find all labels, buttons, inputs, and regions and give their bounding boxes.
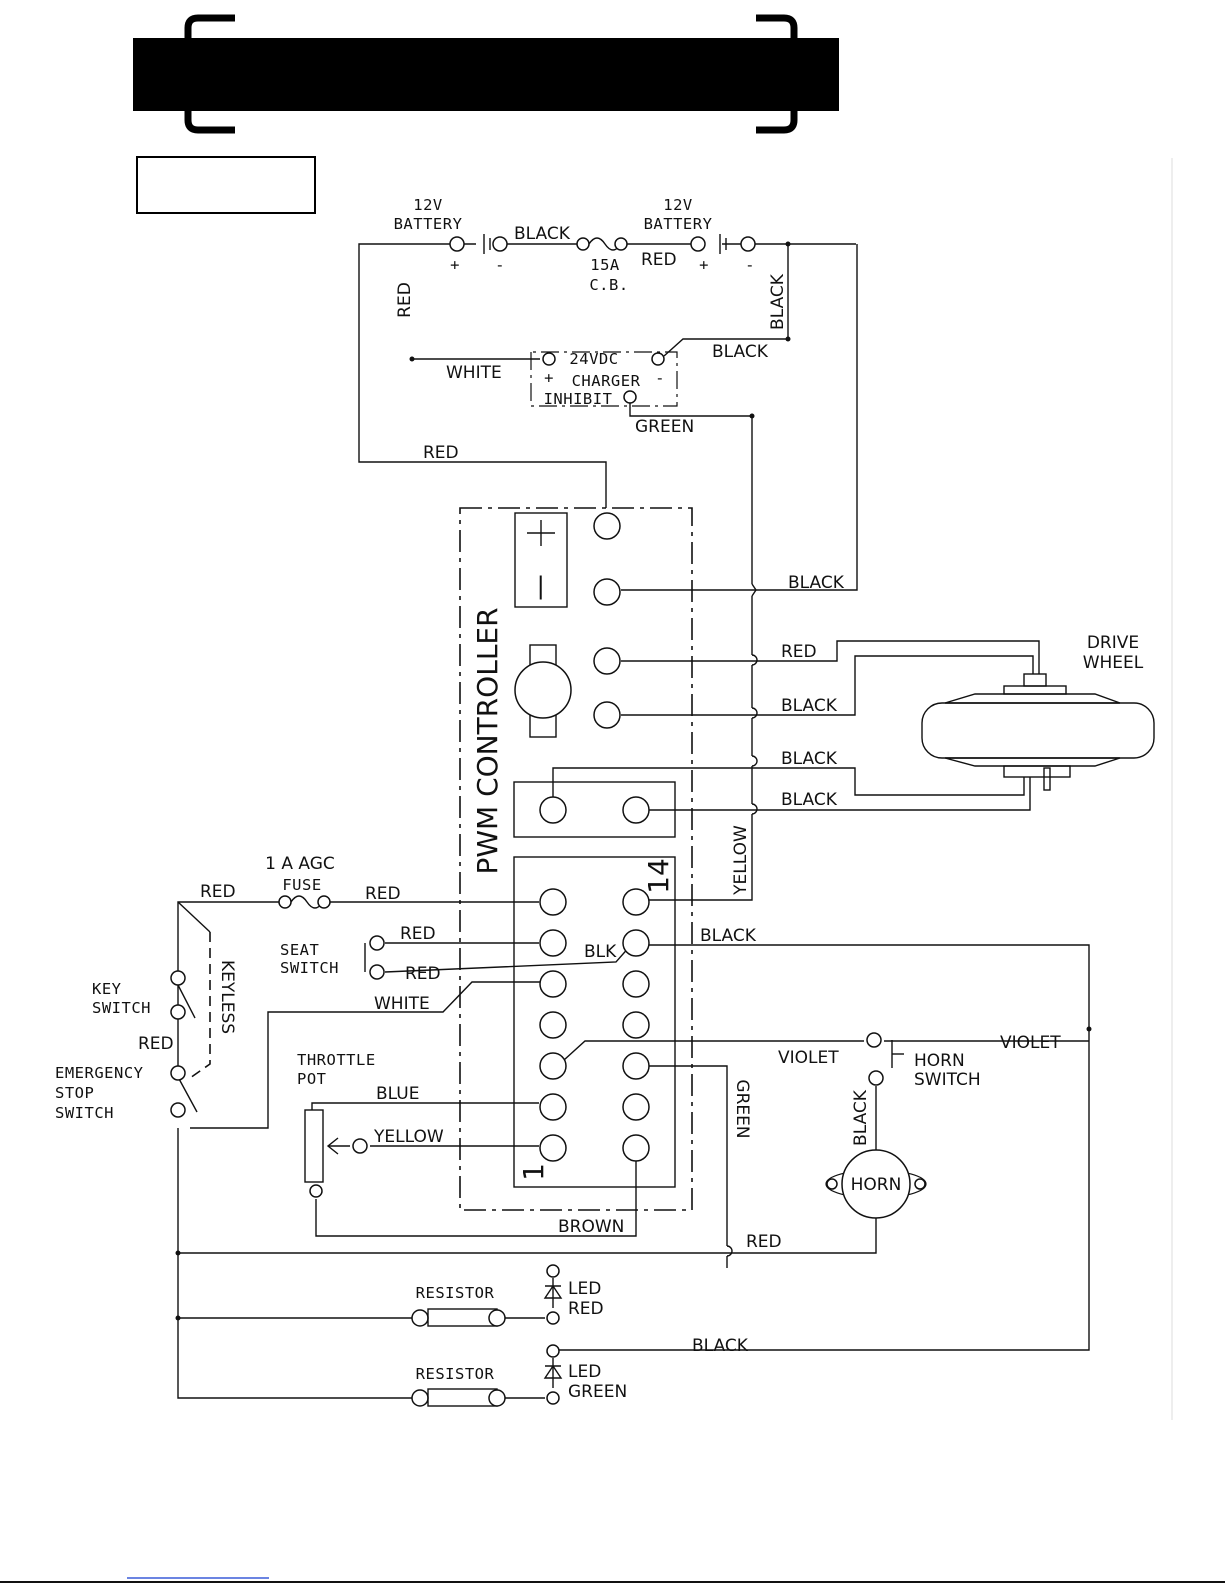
svg-text:SWITCH: SWITCH	[55, 1104, 114, 1122]
wire-label: GREEN	[635, 417, 694, 437]
svg-text:BATTERY: BATTERY	[394, 215, 463, 233]
svg-text:RESISTOR: RESISTOR	[416, 1284, 495, 1302]
wire-label: BLACK	[692, 1336, 749, 1356]
svg-text:CHARGER: CHARGER	[572, 372, 641, 390]
wire-label: BROWN	[558, 1217, 624, 1237]
svg-text:12V: 12V	[413, 196, 443, 214]
svg-text:LED: LED	[568, 1362, 601, 1382]
key-switch: KEY SWITCH	[92, 970, 186, 1020]
wire-label: BLACK	[781, 749, 838, 769]
svg-text:1: 1	[517, 1163, 550, 1181]
svg-text:THROTTLE: THROTTLE	[297, 1051, 376, 1069]
wire-label: RED	[423, 443, 459, 463]
svg-text:|: |	[534, 572, 549, 600]
horn-switch: HORN SWITCH	[866, 1032, 981, 1090]
svg-text:24VDC: 24VDC	[569, 350, 618, 368]
wire-label: BLACK	[781, 696, 838, 716]
svg-text:RESISTOR: RESISTOR	[416, 1365, 495, 1383]
svg-text:14: 14	[642, 858, 675, 894]
wire-label: BLACK	[700, 926, 757, 946]
wire-label: RED	[395, 282, 415, 318]
battery-left: 12V BATTERY + -	[394, 196, 508, 274]
led-red: LED RED	[543, 1264, 604, 1325]
wire-label: BLACK	[712, 342, 769, 362]
header-banner	[133, 14, 839, 134]
wire-label: RED	[138, 1034, 174, 1054]
svg-text:-: -	[495, 256, 505, 274]
wire-label: BLACK	[514, 224, 571, 244]
wire-label: BLACK	[788, 573, 845, 593]
svg-text:12V: 12V	[663, 196, 693, 214]
svg-text:FUSE: FUSE	[282, 876, 321, 894]
wire-label: VIOLET	[778, 1048, 839, 1068]
wire-label: RED	[200, 882, 236, 902]
wire-label: WHITE	[374, 994, 430, 1014]
fuse: 1 A AGC FUSE	[265, 854, 335, 909]
svg-text:HORN: HORN	[851, 1175, 902, 1195]
svg-text:POT: POT	[297, 1070, 327, 1088]
title-box	[136, 156, 316, 214]
svg-text:1 A AGC: 1 A AGC	[265, 854, 335, 874]
svg-text:INHIBIT: INHIBIT	[544, 390, 613, 408]
wire-label: BLACK	[851, 1089, 871, 1146]
keyless-bypass: KEYLESS	[189, 932, 237, 1079]
svg-text:DRIVE: DRIVE	[1087, 633, 1139, 653]
wire-label: VIOLET	[1000, 1033, 1061, 1053]
svg-text:STOP: STOP	[55, 1084, 94, 1102]
wire-label: RED	[641, 250, 677, 270]
svg-text:KEYLESS: KEYLESS	[217, 960, 237, 1034]
svg-text:SWITCH: SWITCH	[914, 1070, 981, 1090]
wire-labels: BLACK RED BLACK RED WHITE BLACK GREEN RE…	[138, 224, 1061, 1356]
wire-label: RED	[400, 924, 436, 944]
resistor-red: RESISTOR	[411, 1284, 506, 1327]
wire-label: BLACK	[781, 790, 838, 810]
svg-text:BATTERY: BATTERY	[644, 215, 713, 233]
svg-text:GREEN: GREEN	[568, 1382, 627, 1402]
svg-text:HORN: HORN	[914, 1051, 965, 1071]
pwm-controller: PWM CONTROLLER | 14 1	[459, 507, 693, 1211]
wire-label: RED	[781, 642, 817, 662]
charger-inhibit: 24VDC CHARGER INHIBIT + -	[530, 350, 678, 408]
wire-label: BLUE	[376, 1084, 419, 1104]
wire-label: RED	[405, 964, 441, 984]
emergency-stop-switch: EMERGENCY STOP SWITCH	[55, 1064, 186, 1122]
svg-text:SWITCH: SWITCH	[280, 959, 339, 977]
svg-text:LED: LED	[568, 1279, 601, 1299]
wire-label: GREEN	[732, 1079, 752, 1138]
svg-text:-: -	[655, 369, 665, 387]
svg-text:EMERGENCY: EMERGENCY	[55, 1064, 144, 1082]
svg-text:RED: RED	[568, 1299, 604, 1319]
battery-right: 12V BATTERY + -	[644, 196, 756, 274]
wire-label: YELLOW	[373, 1127, 444, 1147]
svg-text:KEY: KEY	[92, 980, 122, 998]
svg-text:WHEEL: WHEEL	[1083, 653, 1144, 673]
svg-text:SEAT: SEAT	[280, 941, 319, 959]
svg-text:-: -	[745, 256, 755, 274]
resistor-green: RESISTOR	[411, 1365, 506, 1407]
svg-text:+: +	[699, 256, 709, 274]
seat-switch: SEAT SWITCH	[280, 935, 385, 980]
controller-label: PWM CONTROLLER	[471, 607, 504, 874]
wire-label: BLK	[584, 942, 617, 962]
svg-text:15A: 15A	[590, 256, 620, 274]
led-green: LED GREEN	[543, 1344, 627, 1405]
wire-label: BLACK	[768, 273, 788, 330]
svg-text:C.B.: C.B.	[589, 276, 628, 294]
svg-text:SWITCH: SWITCH	[92, 999, 151, 1017]
circuit-breaker: 15A C.B.	[576, 237, 628, 294]
horn: HORN	[825, 1149, 927, 1219]
throttle-pot: THROTTLE POT	[297, 1051, 376, 1198]
wire-label: WHITE	[446, 363, 502, 383]
svg-text:+: +	[450, 256, 460, 274]
wire-label: RED	[365, 884, 401, 904]
svg-text:+: +	[544, 369, 554, 387]
wire-label: RED	[746, 1232, 782, 1252]
wire-label: YELLOW	[731, 825, 751, 896]
drive-wheel: DRIVE WHEEL	[921, 633, 1155, 791]
connector-pins	[539, 888, 650, 1162]
